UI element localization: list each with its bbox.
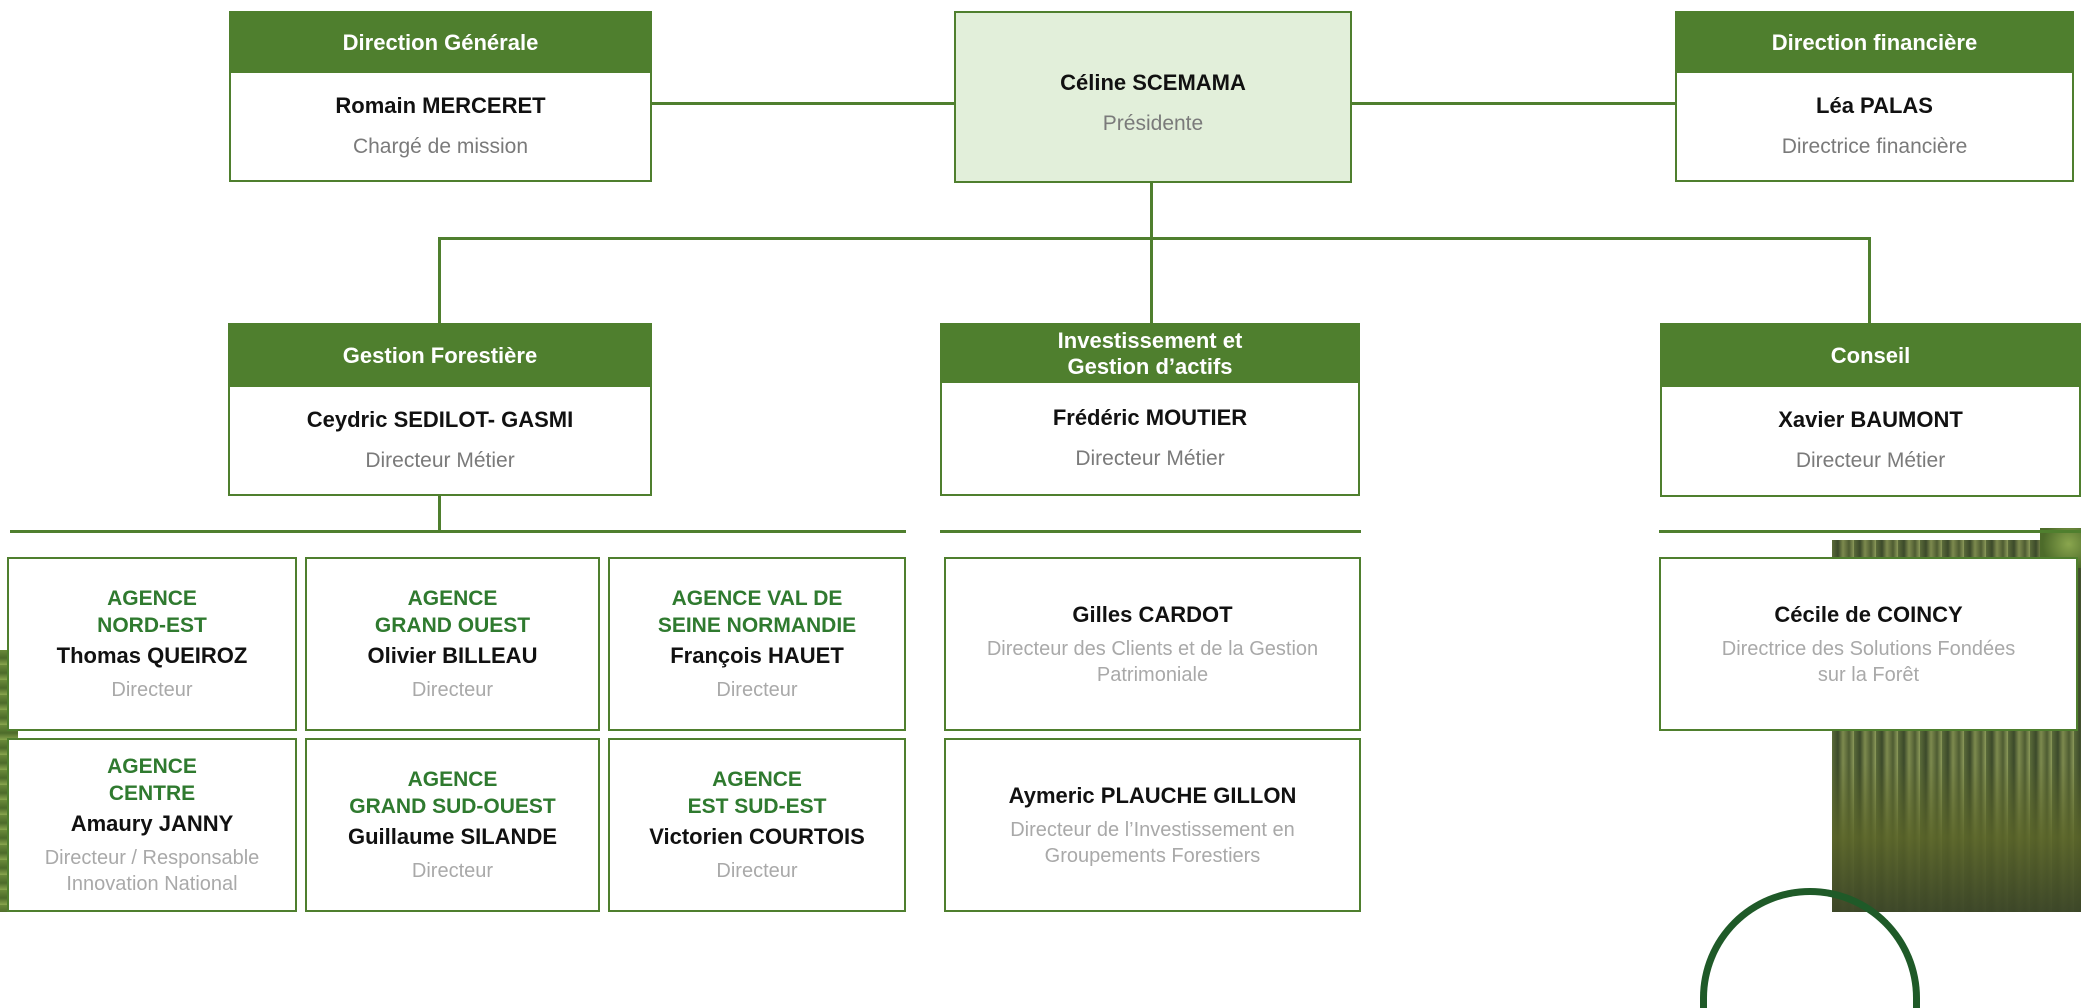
box-conseil: Conseil Xavier BAUMONT Directeur Métier [1660, 323, 2081, 497]
card-aymeric-plauche-gillon: Aymeric PLAUCHE GILLON Directeur de l’In… [944, 738, 1361, 912]
separator-conseil [1659, 530, 2081, 533]
person-name: Victorien COURTOIS [649, 824, 865, 849]
connector-forestiere [438, 237, 441, 324]
person-name: Léa PALAS [1816, 93, 1933, 118]
agency-title-line-2: SEINE NORMANDIE [657, 614, 857, 637]
person-name: Amaury JANNY [70, 811, 234, 836]
person-role-line-2: Patrimoniale [1096, 664, 1209, 686]
header-gestion-forestiere: Gestion Forestière [230, 325, 650, 387]
agency-title-line-1: AGENCE [107, 587, 197, 610]
agency-grand-sud-ouest: AGENCE GRAND SUD-OUEST Guillaume SILANDE… [305, 738, 600, 912]
connector-horizontal-mid [438, 237, 1871, 240]
card-gilles-cardot: Gilles CARDOT Directeur des Clients et d… [944, 557, 1361, 731]
agency-val-de-seine-normandie: AGENCE VAL DE SEINE NORMANDIE François H… [608, 557, 906, 731]
agency-title-line-1: AGENCE VAL DE [671, 587, 843, 610]
agency-title-line-2: GRAND SUD-OUEST [349, 795, 556, 818]
person-role: Directeur Métier [1075, 447, 1225, 470]
box-direction-generale: Direction Générale Romain MERCERET Charg… [229, 11, 652, 182]
separator-forestiere [10, 530, 906, 533]
person-role: Directeur [716, 860, 798, 882]
person-name: Romain MERCERET [335, 93, 546, 118]
person-role: Directeur [411, 860, 494, 882]
header-direction-financiere: Direction financière [1677, 13, 2072, 73]
header-line-2: Gestion d’actifs [1067, 354, 1233, 379]
agency-title-line-2: GRAND OUEST [374, 614, 531, 637]
person-name: Xavier BAUMONT [1778, 407, 1963, 432]
person-role: Directrice financière [1781, 135, 1968, 158]
person-name: Frédéric MOUTIER [1052, 405, 1248, 430]
header-line-1: Investissement et [1057, 328, 1243, 353]
box-presidente: Céline SCEMAMA Présidente [954, 11, 1352, 183]
person-name: Thomas QUEIROZ [56, 643, 248, 668]
person-name: Aymeric PLAUCHE GILLON [1008, 783, 1297, 808]
agency-title-line-1: AGENCE [712, 768, 802, 791]
connector-conseil [1868, 237, 1871, 325]
person-role: Directeur [111, 679, 193, 701]
agency-title-line-2: CENTRE [108, 782, 196, 805]
person-role-line-1: Directeur / Responsable [44, 847, 260, 869]
agency-grand-ouest: AGENCE GRAND OUEST Olivier BILLEAU Direc… [305, 557, 600, 731]
person-name: François HAUET [670, 643, 844, 668]
agency-title-line-1: AGENCE [407, 768, 498, 791]
connector-forestiere-down [438, 495, 441, 531]
agency-est-sud-est: AGENCE EST SUD-EST Victorien COURTOIS Di… [608, 738, 906, 912]
agency-title-line-1: AGENCE [107, 755, 197, 778]
card-cecile-de-coincy: Cécile de COINCY Directrice des Solution… [1659, 557, 2078, 731]
person-name: Ceydric SEDILOT- GASMI [306, 407, 574, 432]
person-name: Olivier BILLEAU [367, 643, 538, 668]
person-role: Directeur [716, 679, 798, 701]
header-direction-generale: Direction Générale [231, 13, 650, 73]
header-investissement: Investissement et Gestion d’actifs [942, 325, 1358, 383]
header-conseil: Conseil [1662, 325, 2079, 387]
person-role-line-2: sur la Forêt [1817, 664, 1920, 686]
person-name: Guillaume SILANDE [347, 824, 558, 849]
agency-nord-est: AGENCE NORD-EST Thomas QUEIROZ Directeur [7, 557, 297, 731]
person-role-line-1: Directeur des Clients et de la Gestion [986, 638, 1319, 660]
person-name: Céline SCEMAMA [1060, 70, 1246, 95]
person-role: Présidente [1102, 112, 1204, 135]
connector-top-right [1351, 102, 1676, 105]
person-role: Directeur Métier [1795, 449, 1946, 472]
separator-investissement [940, 530, 1361, 533]
person-role: Chargé de mission [352, 135, 529, 158]
agency-title-line-1: AGENCE [407, 587, 498, 610]
agency-title-line-2: NORD-EST [97, 614, 207, 637]
box-investissement: Investissement et Gestion d’actifs Frédé… [940, 323, 1360, 496]
agency-title-line-2: EST SUD-EST [687, 795, 827, 818]
person-role-line-2: Innovation National [66, 873, 238, 895]
person-role: Directeur [411, 679, 494, 701]
box-direction-financiere: Direction financière Léa PALAS Directric… [1675, 11, 2074, 182]
person-name: Cécile de COINCY [1774, 602, 1963, 627]
connector-top-left [652, 102, 955, 105]
box-gestion-forestiere: Gestion Forestière Ceydric SEDILOT- GASM… [228, 323, 652, 496]
person-role-line-1: Directeur de l’Investissement en [1010, 819, 1295, 841]
agency-centre: AGENCE CENTRE Amaury JANNY Directeur / R… [7, 738, 297, 912]
person-role-line-2: Groupements Forestiers [1044, 845, 1261, 867]
person-role-line-1: Directrice des Solutions Fondées [1721, 638, 2016, 660]
person-name: Gilles CARDOT [1072, 602, 1233, 627]
connector-president-down [1150, 182, 1153, 324]
person-role: Directeur Métier [365, 449, 515, 472]
